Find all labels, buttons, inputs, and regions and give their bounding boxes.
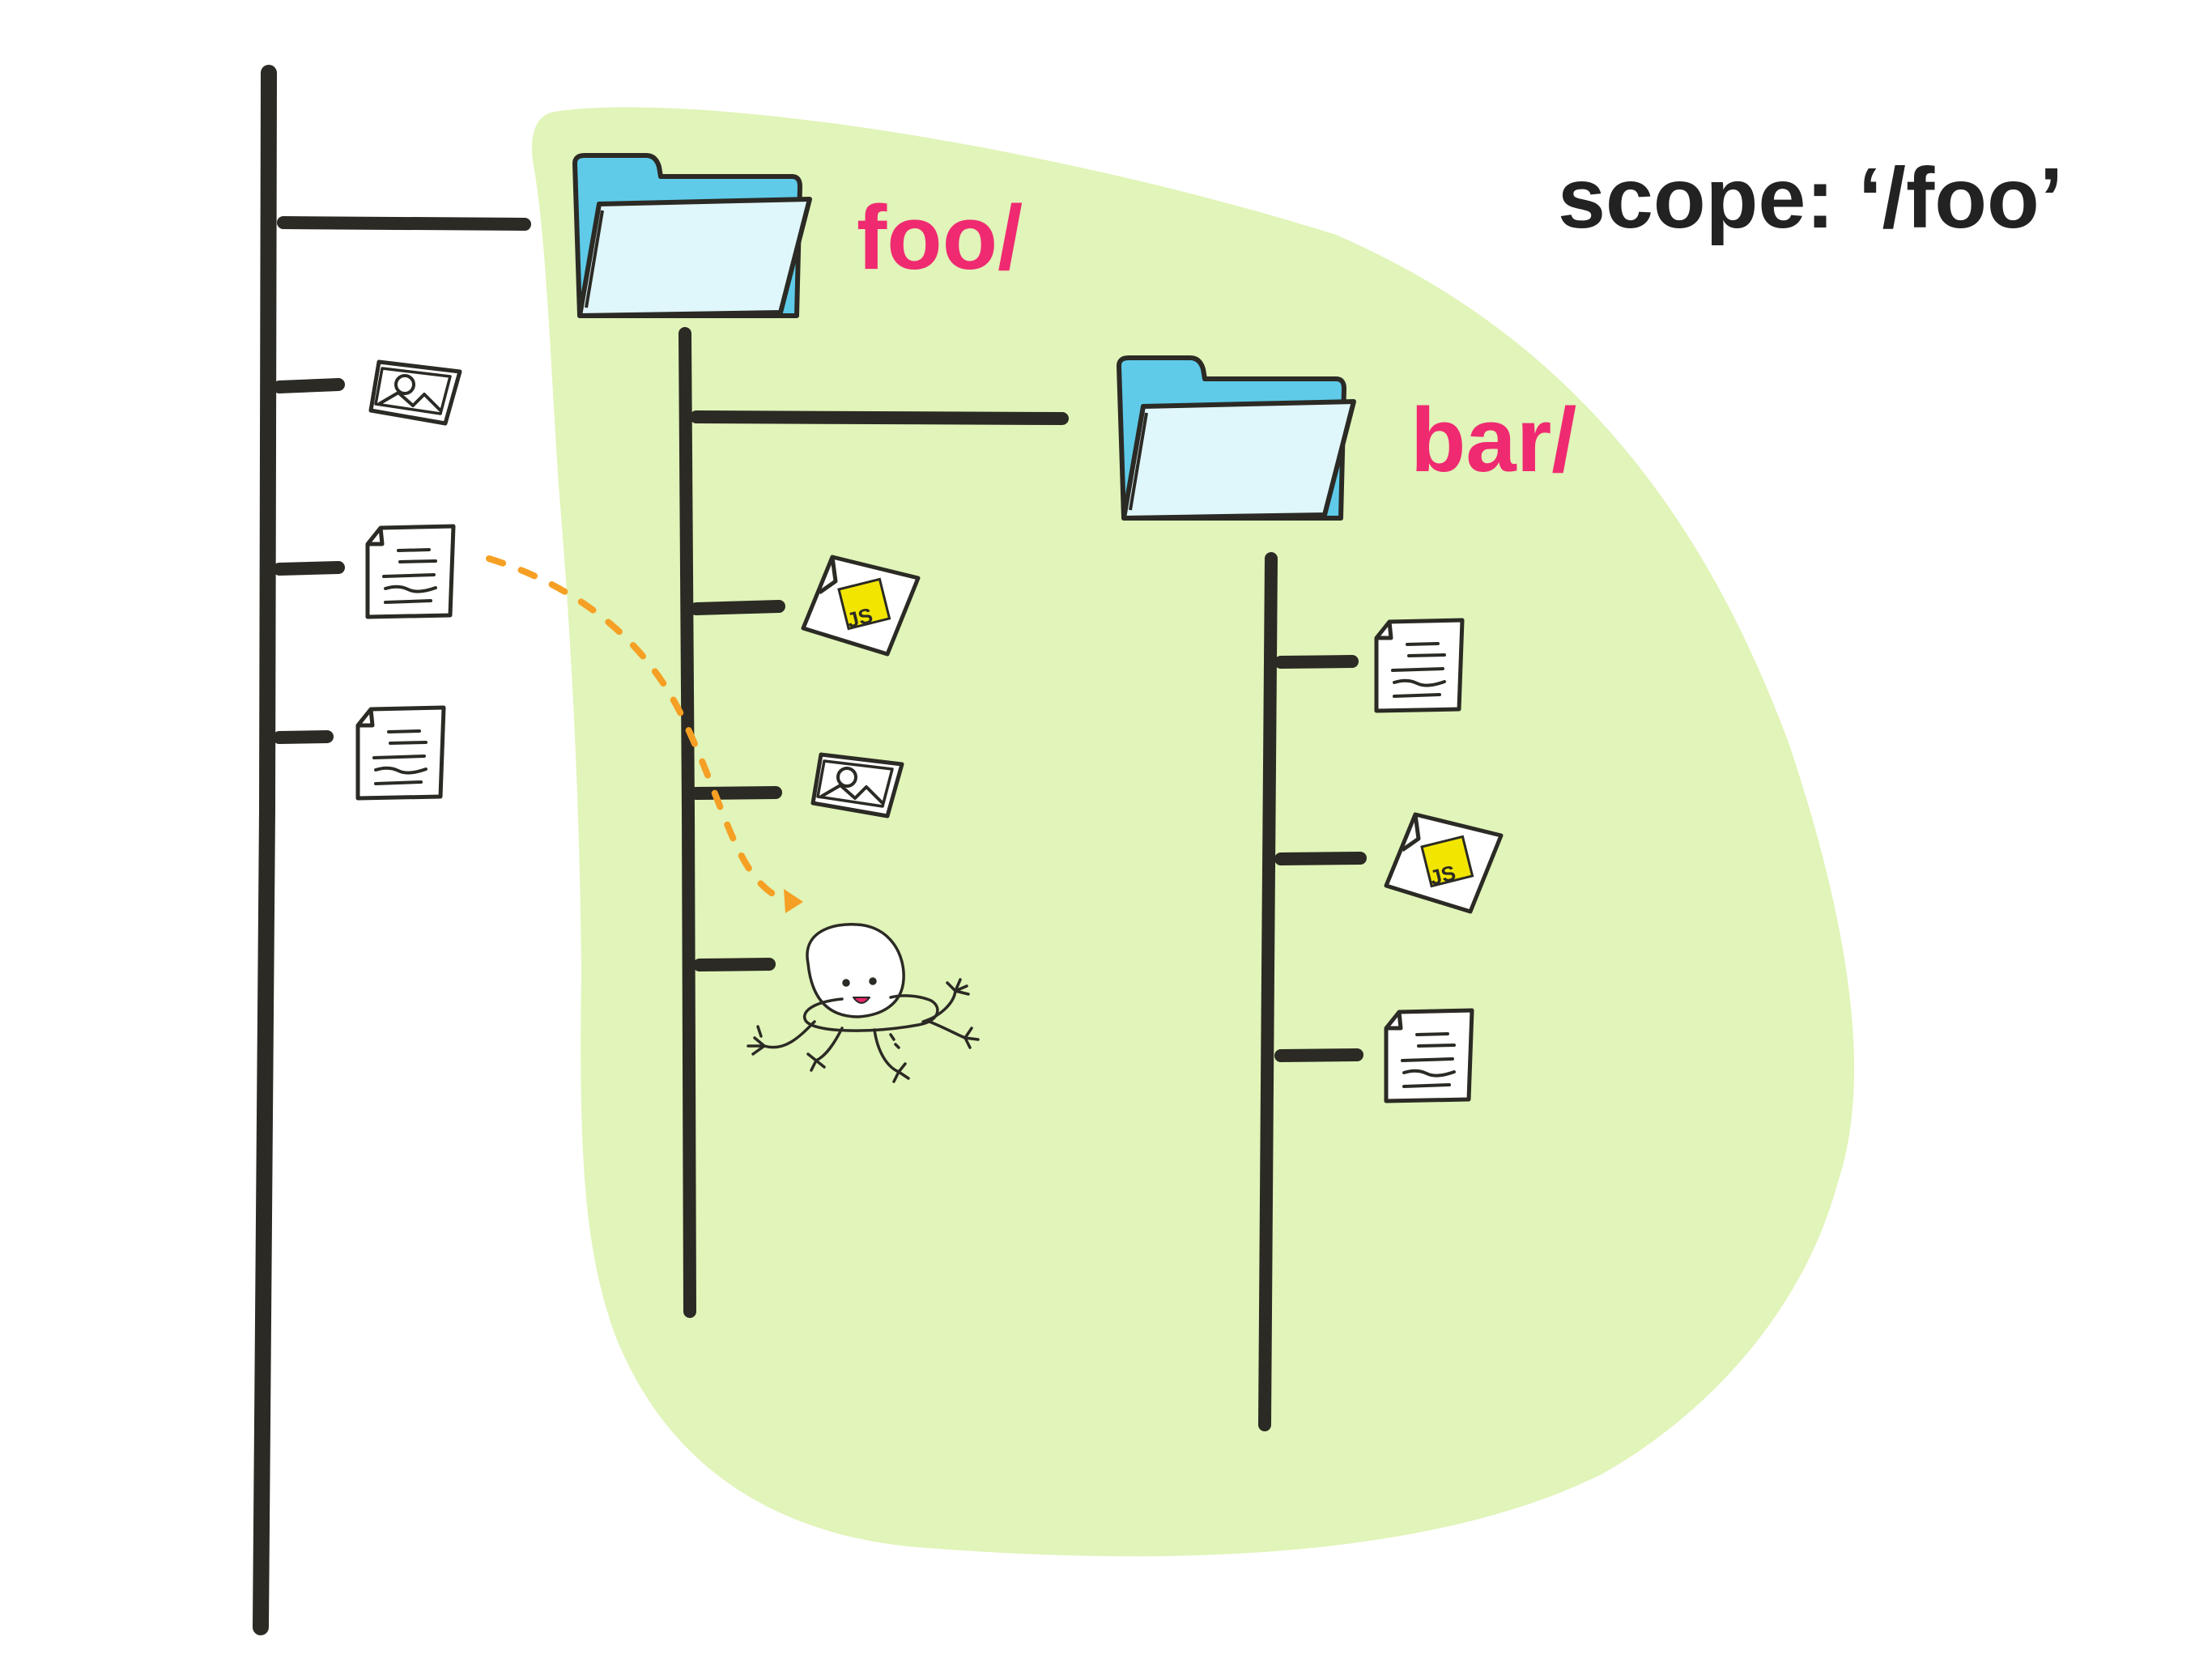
fetch-arrow: [486, 555, 803, 913]
foo-trunk: [678, 327, 696, 1318]
svg-text:JS: JS: [844, 603, 875, 633]
text-file-icon: [368, 526, 453, 617]
scope-area: [532, 107, 1855, 1557]
js-file-icon: JS: [1386, 814, 1501, 912]
root-branch-2: [273, 561, 345, 576]
tree-lines: [253, 65, 1367, 1635]
foo-branch-3: [693, 958, 776, 971]
js-file-icon: JS: [803, 557, 918, 654]
text-file-icon: [1376, 620, 1462, 711]
image-file-icon: [371, 362, 460, 423]
foo-branch-1: [690, 600, 785, 615]
bar-folder-icon: [1119, 358, 1354, 518]
bar-trunk: [1258, 552, 1278, 1431]
root-trunk: [253, 65, 277, 1635]
root-branch-foo: [277, 216, 531, 231]
svg-text:JS: JS: [1427, 861, 1458, 891]
bar-branch-2: [1274, 852, 1367, 865]
foo-folder-icon: [575, 155, 810, 316]
image-file-icon: [813, 755, 902, 816]
bar-branch-1: [1274, 655, 1359, 669]
scope-label: scope: ‘/foo’: [1558, 151, 2064, 246]
text-file-icon: [1386, 1010, 1472, 1101]
root-branch-1: [273, 378, 345, 393]
bar-folder-label: bar/: [1410, 389, 1577, 491]
bar-branch-3: [1274, 1048, 1363, 1062]
root-branch-3: [273, 730, 334, 744]
foo-folder-label: foo/: [857, 187, 1023, 288]
service-worker-mascot: [747, 923, 980, 1083]
text-file-icon: [358, 708, 444, 798]
foo-branch-bar: [690, 410, 1069, 425]
